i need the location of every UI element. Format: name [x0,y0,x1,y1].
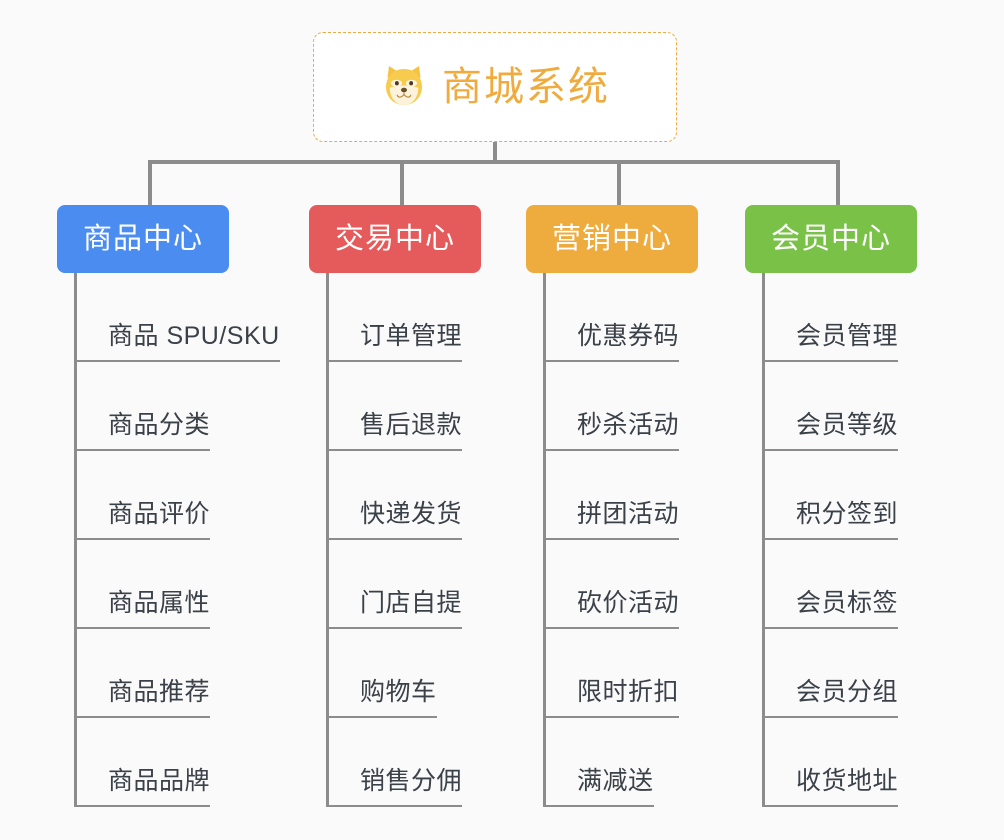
list-item[interactable]: 会员等级 [765,362,917,451]
connector-drop-1 [148,160,152,205]
list-item[interactable]: 订单管理 [329,273,481,362]
list-item[interactable]: 收货地址 [765,718,917,807]
branch-column-1: 商品中心 商品 SPU/SKU 商品分类 商品评价 商品属性 商品推荐 商品品牌 [57,205,280,807]
leaf-label: 销售分佣 [329,766,463,807]
branch-column-2: 交易中心 订单管理 售后退款 快递发货 门店自提 购物车 销售分佣 [309,205,482,807]
list-item[interactable]: 商品评价 [77,451,280,540]
leaf-label: 订单管理 [329,321,463,362]
category-node-1[interactable]: 商品中心 [57,205,230,273]
list-item[interactable]: 商品分类 [77,362,280,451]
root-title: 商城系统 [442,65,610,109]
list-item[interactable]: 秒杀活动 [546,362,698,451]
list-item[interactable]: 会员标签 [765,540,917,629]
connector-drop-4 [836,160,840,205]
leaf-label: 商品属性 [77,588,211,629]
list-item[interactable]: 积分签到 [765,451,917,540]
leaf-label: 会员分组 [765,677,899,718]
list-item[interactable]: 商品推荐 [77,629,280,718]
list-item[interactable]: 满减送 [546,718,698,807]
root-node[interactable]: 商城系统 [313,32,677,142]
leaf-label: 商品评价 [77,499,211,540]
leaf-list-1: 商品 SPU/SKU 商品分类 商品评价 商品属性 商品推荐 商品品牌 [74,273,280,807]
leaf-label: 会员标签 [765,588,899,629]
list-item[interactable]: 限时折扣 [546,629,698,718]
leaf-label: 门店自提 [329,588,463,629]
category-node-2[interactable]: 交易中心 [309,205,482,273]
leaf-label: 快递发货 [329,499,463,540]
category-node-4[interactable]: 会员中心 [745,205,918,273]
leaf-label: 限时折扣 [546,677,680,718]
leaf-label: 满减送 [546,766,654,807]
branch-column-4: 会员中心 会员管理 会员等级 积分签到 会员标签 会员分组 收货地址 [745,205,918,807]
list-item[interactable]: 门店自提 [329,540,481,629]
leaf-label: 收货地址 [765,766,899,807]
leaf-label: 售后退款 [329,410,463,451]
list-item[interactable]: 砍价活动 [546,540,698,629]
leaf-label: 优惠券码 [546,321,680,362]
leaf-label: 拼团活动 [546,499,680,540]
category-node-3[interactable]: 营销中心 [526,205,699,273]
list-item[interactable]: 商品属性 [77,540,280,629]
leaf-label: 砍价活动 [546,588,680,629]
leaf-label: 会员等级 [765,410,899,451]
leaf-label: 购物车 [329,677,437,718]
leaf-list-2: 订单管理 售后退款 快递发货 门店自提 购物车 销售分佣 [326,273,481,807]
leaf-label: 商品推荐 [77,677,211,718]
connector-drop-3 [617,160,621,205]
shiba-dog-face-icon [386,66,422,105]
leaf-label: 商品 SPU/SKU [77,321,280,362]
connector-drop-2 [400,160,404,205]
list-item[interactable]: 优惠券码 [546,273,698,362]
branch-column-3: 营销中心 优惠券码 秒杀活动 拼团活动 砍价活动 限时折扣 满减送 [526,205,699,807]
leaf-label: 积分签到 [765,499,899,540]
leaf-label: 商品分类 [77,410,211,451]
list-item[interactable]: 销售分佣 [329,718,481,807]
list-item[interactable]: 会员管理 [765,273,917,362]
leaf-label: 秒杀活动 [546,410,680,451]
leaf-label: 商品品牌 [77,766,211,807]
list-item[interactable]: 商品品牌 [77,718,280,807]
leaf-list-3: 优惠券码 秒杀活动 拼团活动 砍价活动 限时折扣 满减送 [543,273,698,807]
leaf-list-4: 会员管理 会员等级 积分签到 会员标签 会员分组 收货地址 [762,273,917,807]
list-item[interactable]: 会员分组 [765,629,917,718]
list-item[interactable]: 快递发货 [329,451,481,540]
connector-root-stem [493,142,497,162]
leaf-label: 会员管理 [765,321,899,362]
list-item[interactable]: 商品 SPU/SKU [77,273,280,362]
connector-horizontal-bus [148,160,840,164]
list-item[interactable]: 售后退款 [329,362,481,451]
list-item[interactable]: 拼团活动 [546,451,698,540]
list-item[interactable]: 购物车 [329,629,481,718]
